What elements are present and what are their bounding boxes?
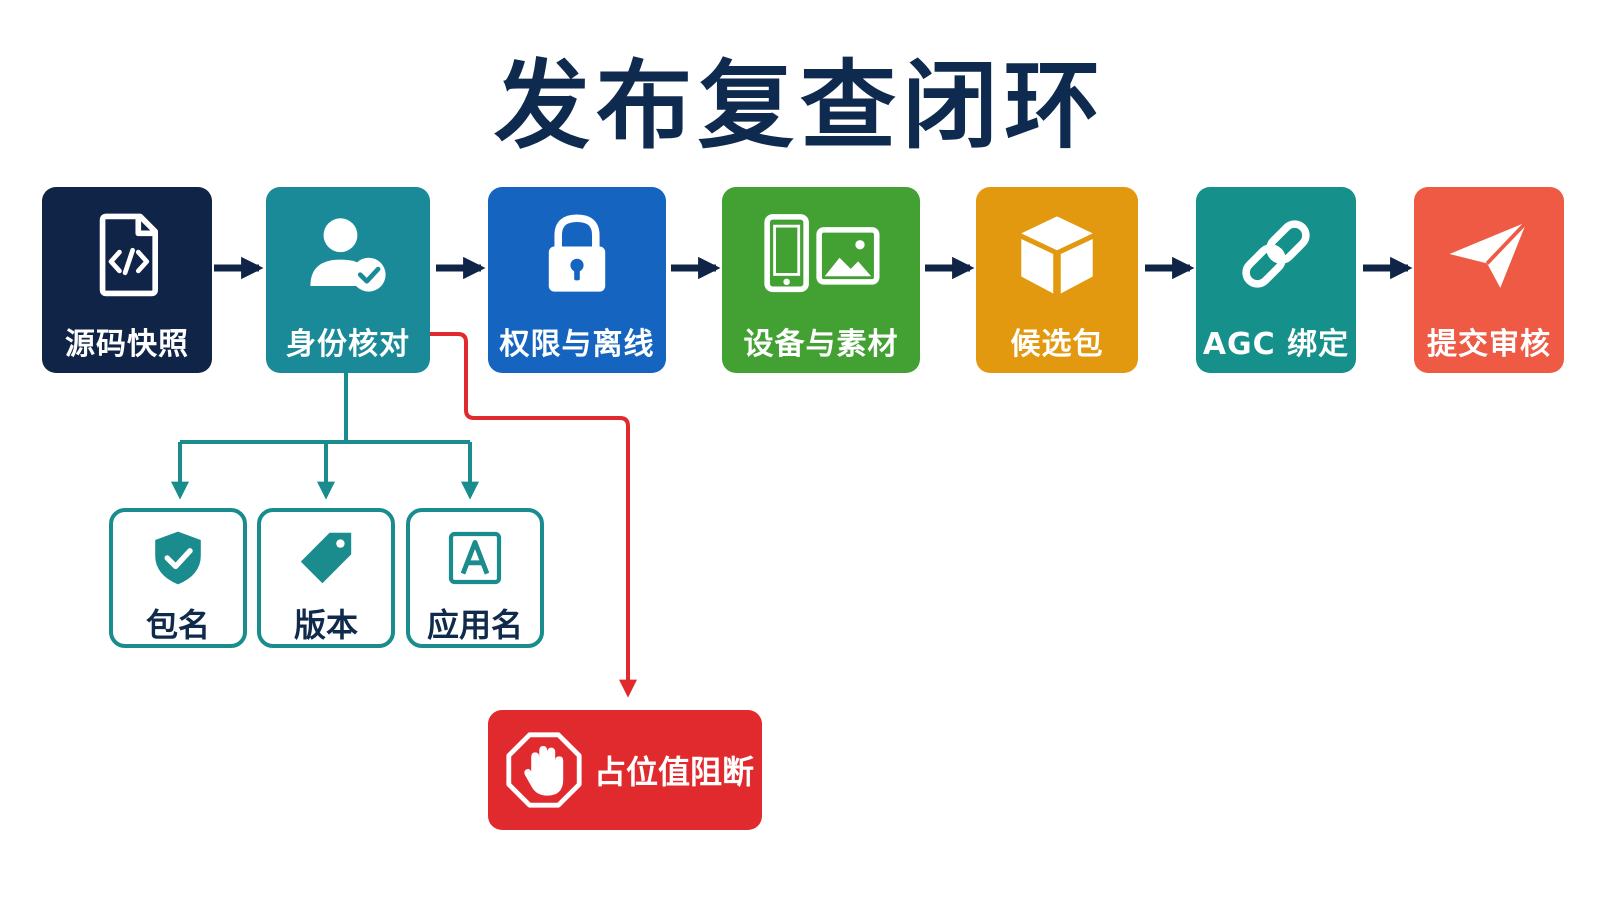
device-image-icon [756,207,886,301]
check-label: 应用名 [426,606,523,644]
block-path [430,332,637,698]
stop-hand-icon [504,730,584,810]
step-label: 权限与离线 [499,327,655,362]
check-label: 版本 [293,606,358,644]
step-permission-offline[interactable]: 权限与离线 [488,187,666,373]
code-file-icon [80,207,174,301]
user-check-icon [301,207,395,301]
check-package-name[interactable]: 包名 [109,508,247,648]
blocker-label: 占位值阻断 [594,753,755,791]
lock-icon [530,207,624,301]
shield-check-icon [148,528,208,588]
step-source-snapshot[interactable]: 源码快照 [42,187,212,373]
step-label: 设备与素材 [743,327,899,362]
step-identity-check[interactable]: 身份核对 [266,187,430,373]
letter-a-icon [445,528,505,588]
tag-icon [296,528,356,588]
step-submit-review[interactable]: 提交审核 [1414,187,1564,373]
step-agc-binding[interactable]: AGC 绑定 [1196,187,1356,373]
package-box-icon [1010,207,1104,301]
step-label: 提交审核 [1427,327,1551,362]
step-label: AGC 绑定 [1202,327,1350,362]
check-label: 包名 [145,606,210,644]
step-label: 源码快照 [65,327,189,362]
step-label: 身份核对 [286,327,410,362]
branch-tree [180,373,470,444]
placeholder-block-box[interactable]: 占位值阻断 [488,710,762,830]
check-app-name[interactable]: 应用名 [406,508,544,648]
check-version[interactable]: 版本 [257,508,395,648]
paper-plane-icon [1442,207,1536,301]
step-candidate-package[interactable]: 候选包 [976,187,1138,373]
step-device-assets[interactable]: 设备与素材 [722,187,920,373]
step-label: 候选包 [1010,327,1104,362]
diagram-title: 发布复查闭环 [494,50,1106,162]
link-chain-icon [1229,207,1323,301]
